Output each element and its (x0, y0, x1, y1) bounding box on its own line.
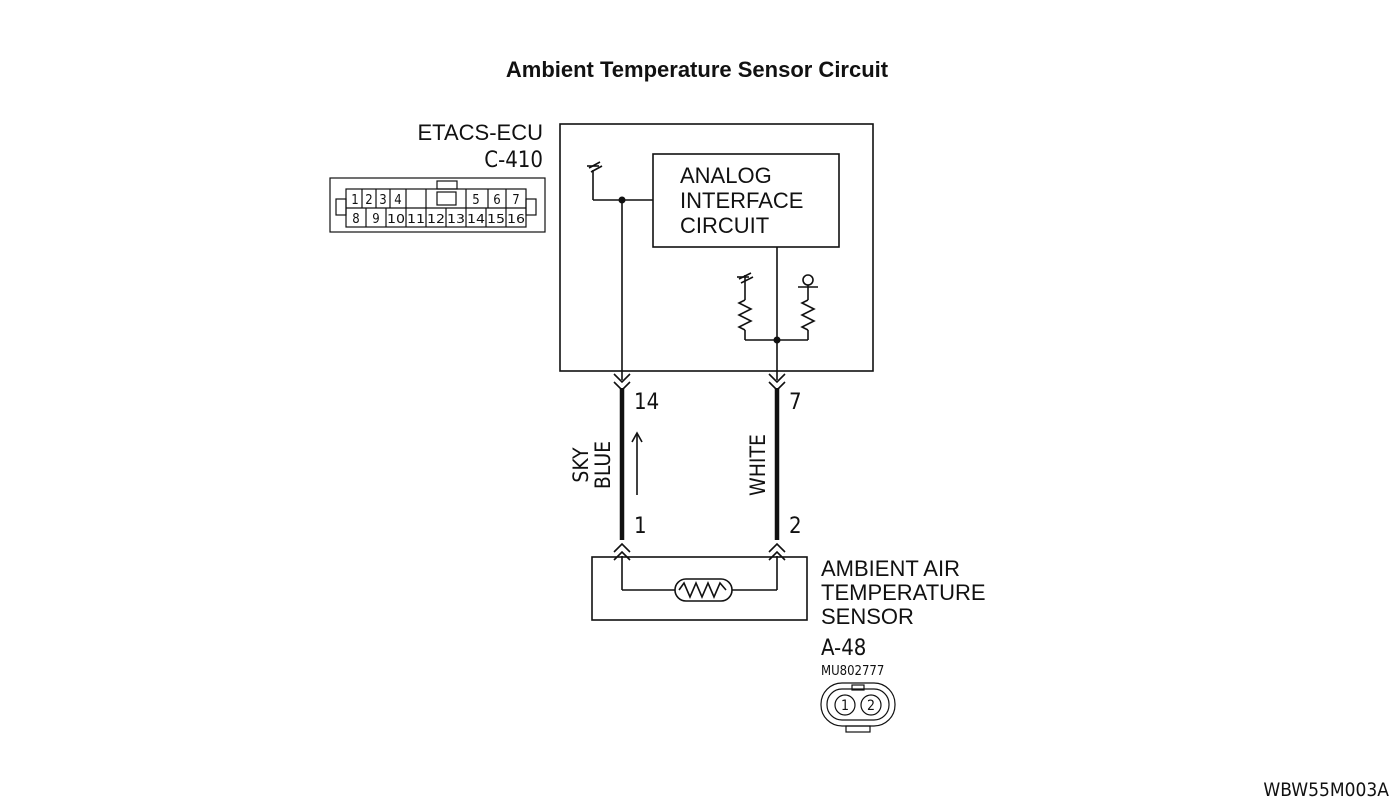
analog-interface-label: INTERFACE (680, 188, 803, 213)
sensor-name: AMBIENT AIR (821, 556, 960, 581)
ecu-pin-7-label: 7 (789, 390, 802, 415)
sensor-pin-label: 1 (841, 698, 849, 714)
analog-interface-label: CIRCUIT (680, 213, 769, 238)
ecu-pin-label: 5 (472, 193, 479, 208)
ecu-pin-label: 6 (493, 193, 500, 208)
ecu-internal-left-circuit (587, 161, 653, 380)
ecu-pin-label: 15 (487, 212, 505, 226)
ecu-pin-label: 8 (352, 212, 359, 227)
ecu-connector-id: C-410 (484, 148, 543, 173)
sensor-connector-id: A-48 (821, 636, 866, 661)
ecu-pin-label: 4 (394, 193, 401, 208)
sensor-box (591, 556, 808, 621)
ecu-pin-label: 13 (447, 212, 465, 226)
ecu-name: ETACS-ECU (418, 120, 544, 145)
wire-color-label: BLUE (591, 441, 615, 489)
sensor-pin-2-label: 2 (789, 514, 802, 539)
sensor-name: TEMPERATURE (821, 580, 986, 605)
ecu-connector-marks (613, 373, 786, 392)
ecu-pin-label: 12 (427, 212, 445, 226)
ecu-pin-label: 9 (372, 212, 379, 227)
wire-color-label: SKY (569, 447, 593, 483)
ecu-connector-face: 1 2 3 4 5 6 7 8 9 10 11 12 13 14 15 16 (329, 177, 546, 233)
ecu-pin-label: 10 (387, 212, 405, 226)
wire-color-label: WHITE (746, 434, 770, 496)
sensor-name: SENSOR (821, 604, 914, 629)
image-code: WBW55M003A (1263, 779, 1389, 801)
ecu-pin-14-label: 14 (634, 390, 659, 415)
ecu-pin-label: 3 (379, 193, 386, 208)
analog-interface-label: ANALOG (680, 163, 772, 188)
ecu-pin-label: 14 (467, 212, 485, 226)
ecu-pin-label: 7 (512, 193, 519, 208)
sensor-connector-face: 1 2 (820, 682, 896, 733)
ecu-box (559, 123, 874, 372)
sensor-part-number: MU802777 (821, 664, 884, 679)
current-arrow-icon (631, 431, 643, 495)
ecu-pin-label: 16 (507, 212, 525, 226)
sensor-pin-1-label: 1 (634, 514, 647, 539)
ecu-pin-label: 1 (351, 193, 358, 208)
sensor-pin-label: 2 (867, 698, 875, 714)
ecu-pin-label: 11 (407, 212, 425, 226)
ecu-internal-right-circuit (737, 247, 818, 380)
ecu-pin-label: 2 (365, 193, 372, 208)
thermistor-icon (621, 556, 778, 602)
diagram-title: Ambient Temperature Sensor Circuit (506, 57, 889, 82)
